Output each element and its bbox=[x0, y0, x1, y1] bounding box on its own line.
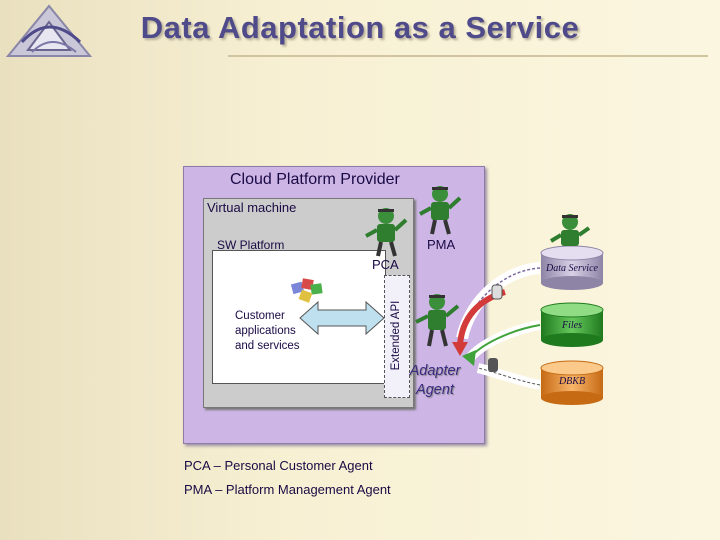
files-db-icon bbox=[540, 302, 604, 347]
virtual-machine-label: Virtual machine bbox=[207, 200, 297, 215]
cloud-platform-label: Cloud Platform Provider bbox=[230, 171, 400, 188]
pca-agent-icon bbox=[365, 208, 408, 257]
dbkb-db-icon bbox=[540, 360, 604, 405]
adapter-agent-icon bbox=[415, 294, 460, 347]
triangle-logo-icon bbox=[5, 4, 93, 57]
extended-api-box bbox=[384, 275, 410, 398]
title-divider bbox=[228, 55, 708, 57]
logo bbox=[2, 2, 97, 64]
pma-label: PMA bbox=[427, 237, 456, 252]
files-label: Files bbox=[562, 320, 582, 331]
data-service-agent-icon bbox=[549, 214, 591, 246]
legend-pma: PMA – Platform Management Agent bbox=[184, 482, 391, 497]
data-service-label: Data Service bbox=[546, 263, 598, 274]
sw-platform-label: SW Platform bbox=[217, 238, 285, 252]
data-service-db-icon bbox=[540, 245, 604, 290]
pca-label: PCA bbox=[372, 257, 399, 272]
customer-apps-text: Customer applications and services bbox=[235, 310, 300, 352]
double-arrow-icon bbox=[299, 300, 385, 336]
customer-apps-label: Customer applications and services bbox=[235, 309, 315, 354]
files-arrow-icon bbox=[466, 320, 541, 362]
puzzle-pieces-icon bbox=[290, 278, 323, 303]
legend-pca: PCA – Personal Customer Agent bbox=[184, 458, 373, 473]
pma-agent-icon bbox=[419, 186, 462, 235]
page-title: Data Adaptation as a Service bbox=[140, 10, 580, 45]
connector-plug-icon bbox=[488, 358, 498, 372]
dbkb-label: DBKB bbox=[558, 376, 586, 387]
connector-plug-icon bbox=[491, 284, 503, 300]
dbkb-arrow-icon bbox=[476, 363, 541, 390]
adapter-agent-label: Adapter Agent bbox=[409, 363, 461, 398]
